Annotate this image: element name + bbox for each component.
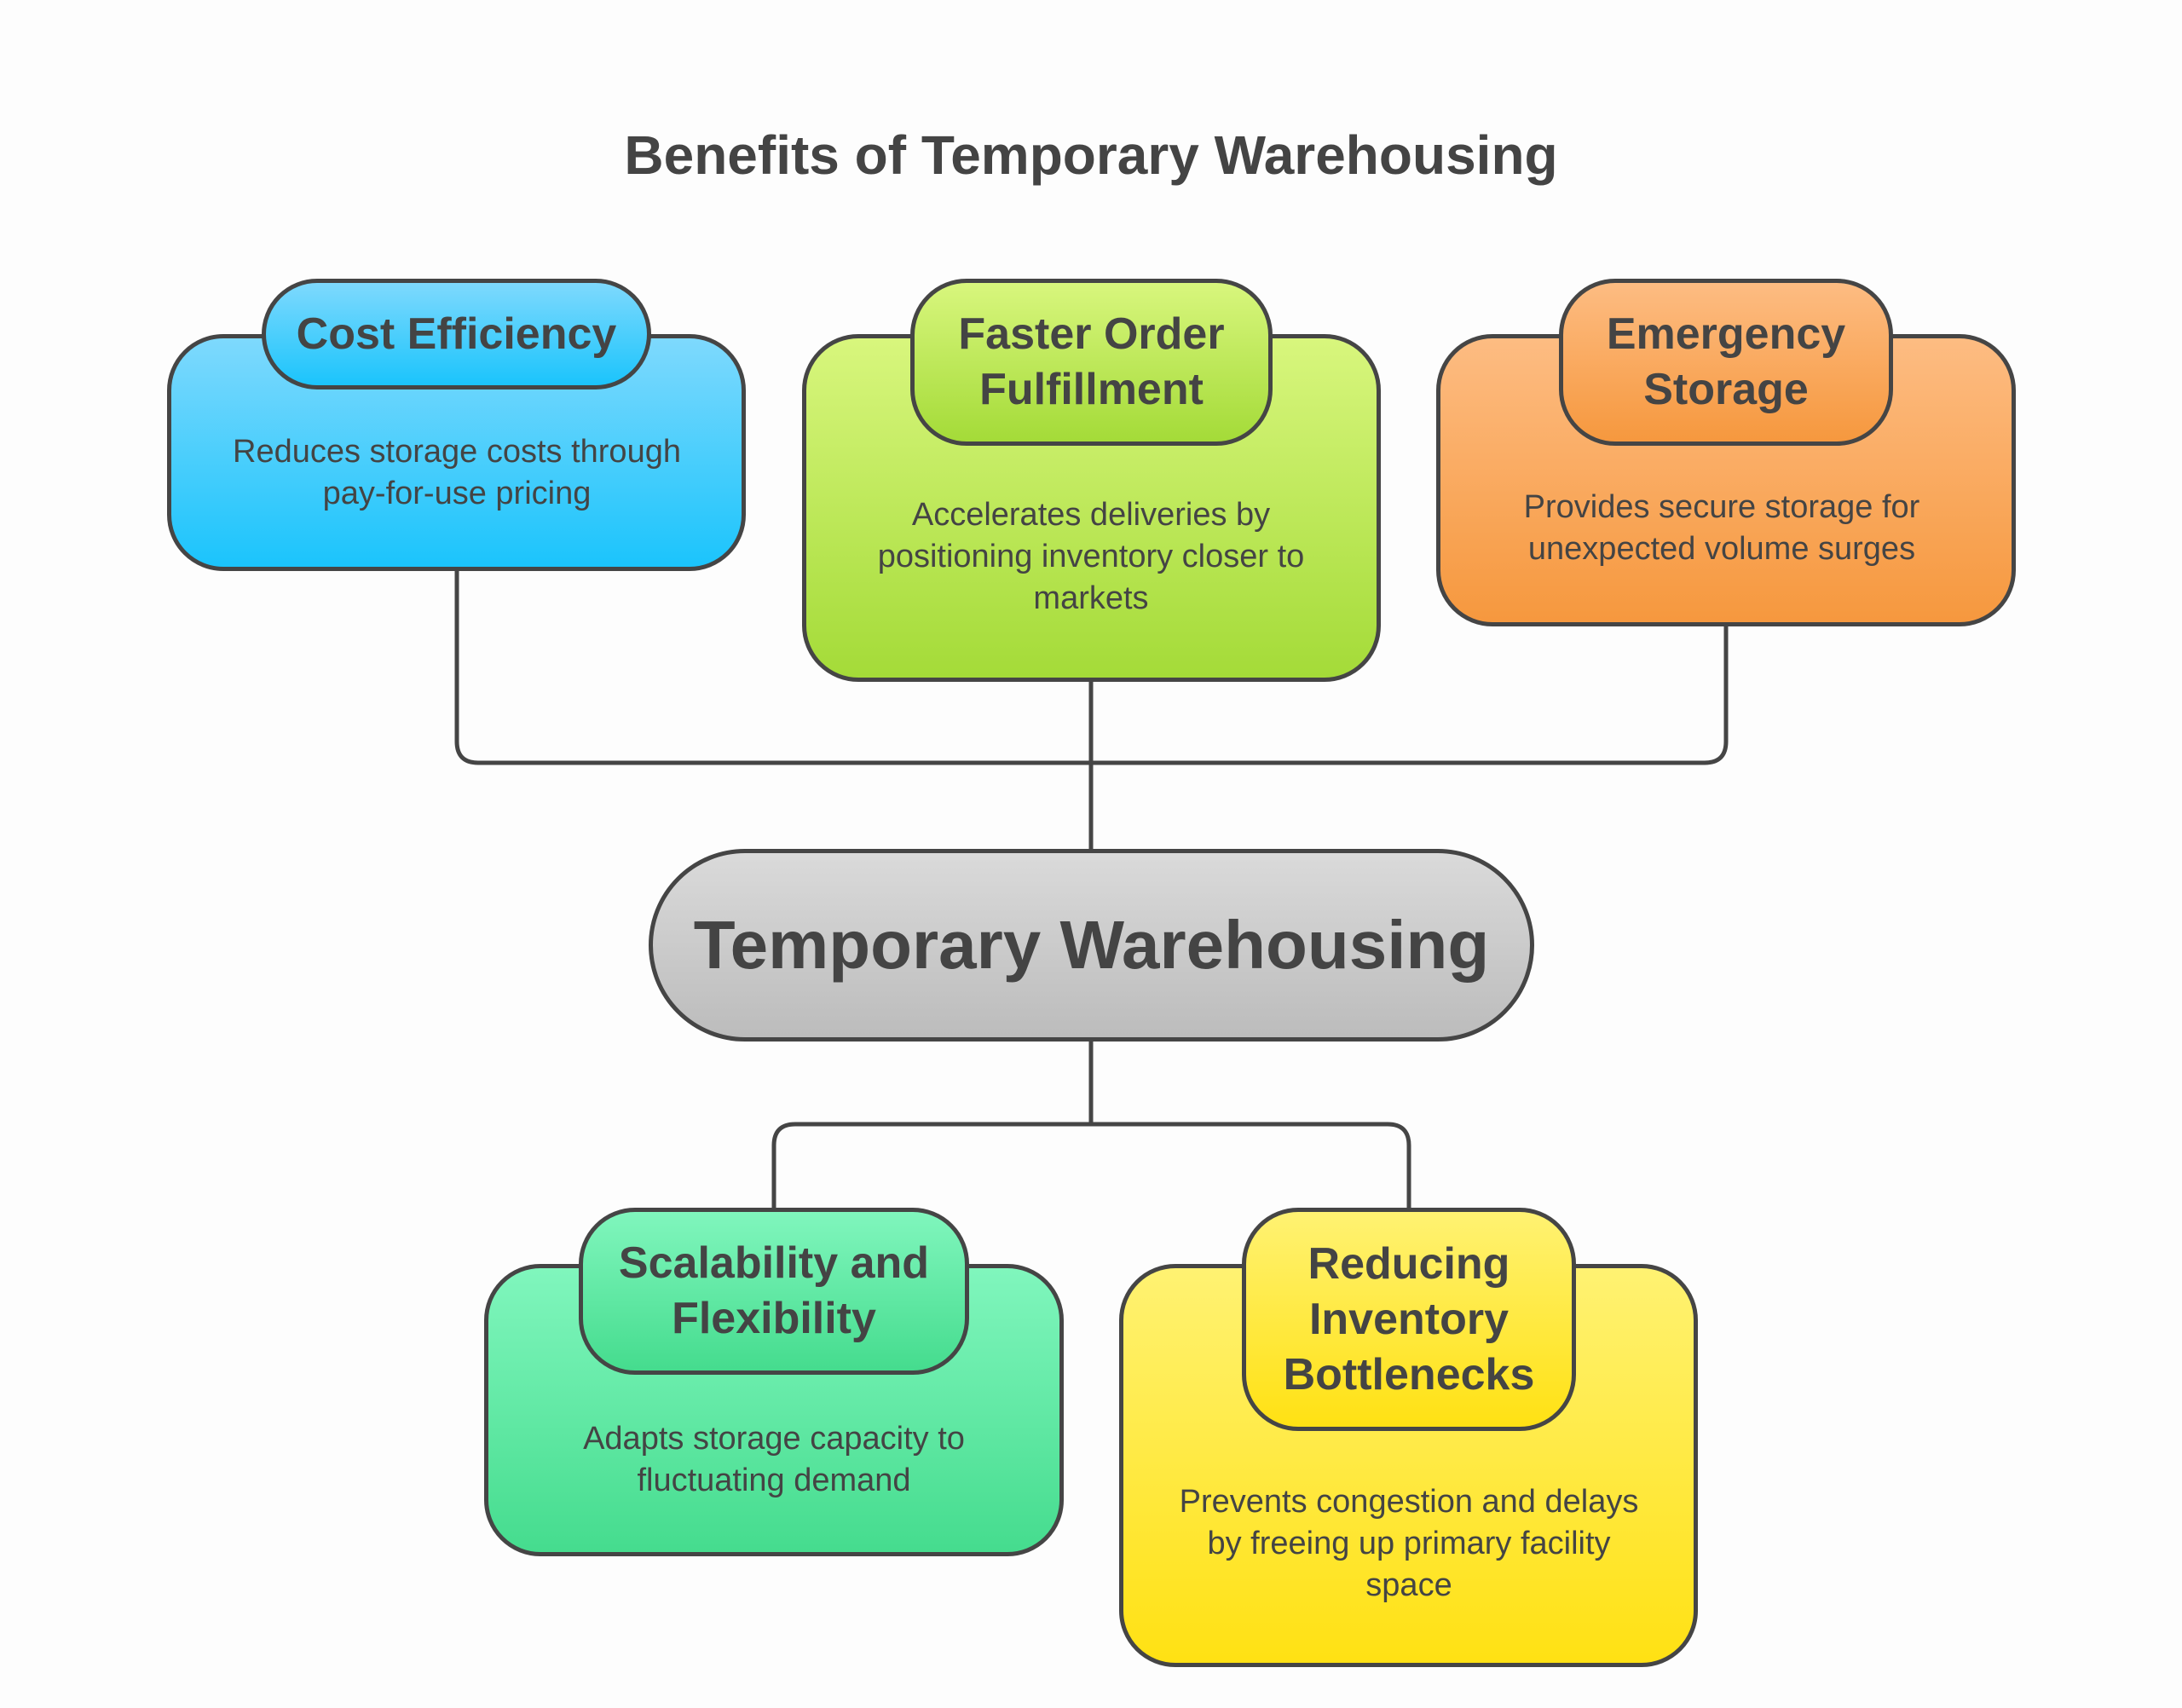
benefit-desc-scalability: Adapts storage capacity to fluctuating d… — [583, 1421, 965, 1498]
benefit-title-bottlenecks: Reducing Inventory Bottlenecks — [1242, 1208, 1576, 1431]
benefit-desc-emergency-storage: Provides secure storage for unexpected v… — [1523, 489, 1920, 567]
benefit-title-cost-efficiency: Cost Efficiency — [262, 279, 651, 389]
benefit-title-faster-fulfillment: Faster Order Fulfillment — [910, 279, 1273, 446]
benefit-desc-cost-efficiency: Reduces storage costs through pay-for-us… — [233, 434, 681, 511]
diagram-title: Benefits of Temporary Warehousing — [624, 124, 1558, 186]
benefit-desc-faster-fulfillment: Accelerates deliveries by positioning in… — [877, 497, 1305, 616]
benefit-title-scalability: Scalability and Flexibility — [579, 1208, 969, 1375]
benefit-desc-bottlenecks: Prevents congestion and delays by freein… — [1179, 1484, 1639, 1603]
connector-bottom-branch — [771, 1122, 1411, 1208]
central-topic: Temporary Warehousing — [649, 849, 1534, 1042]
benefit-title-emergency-storage: Emergency Storage — [1559, 279, 1893, 446]
